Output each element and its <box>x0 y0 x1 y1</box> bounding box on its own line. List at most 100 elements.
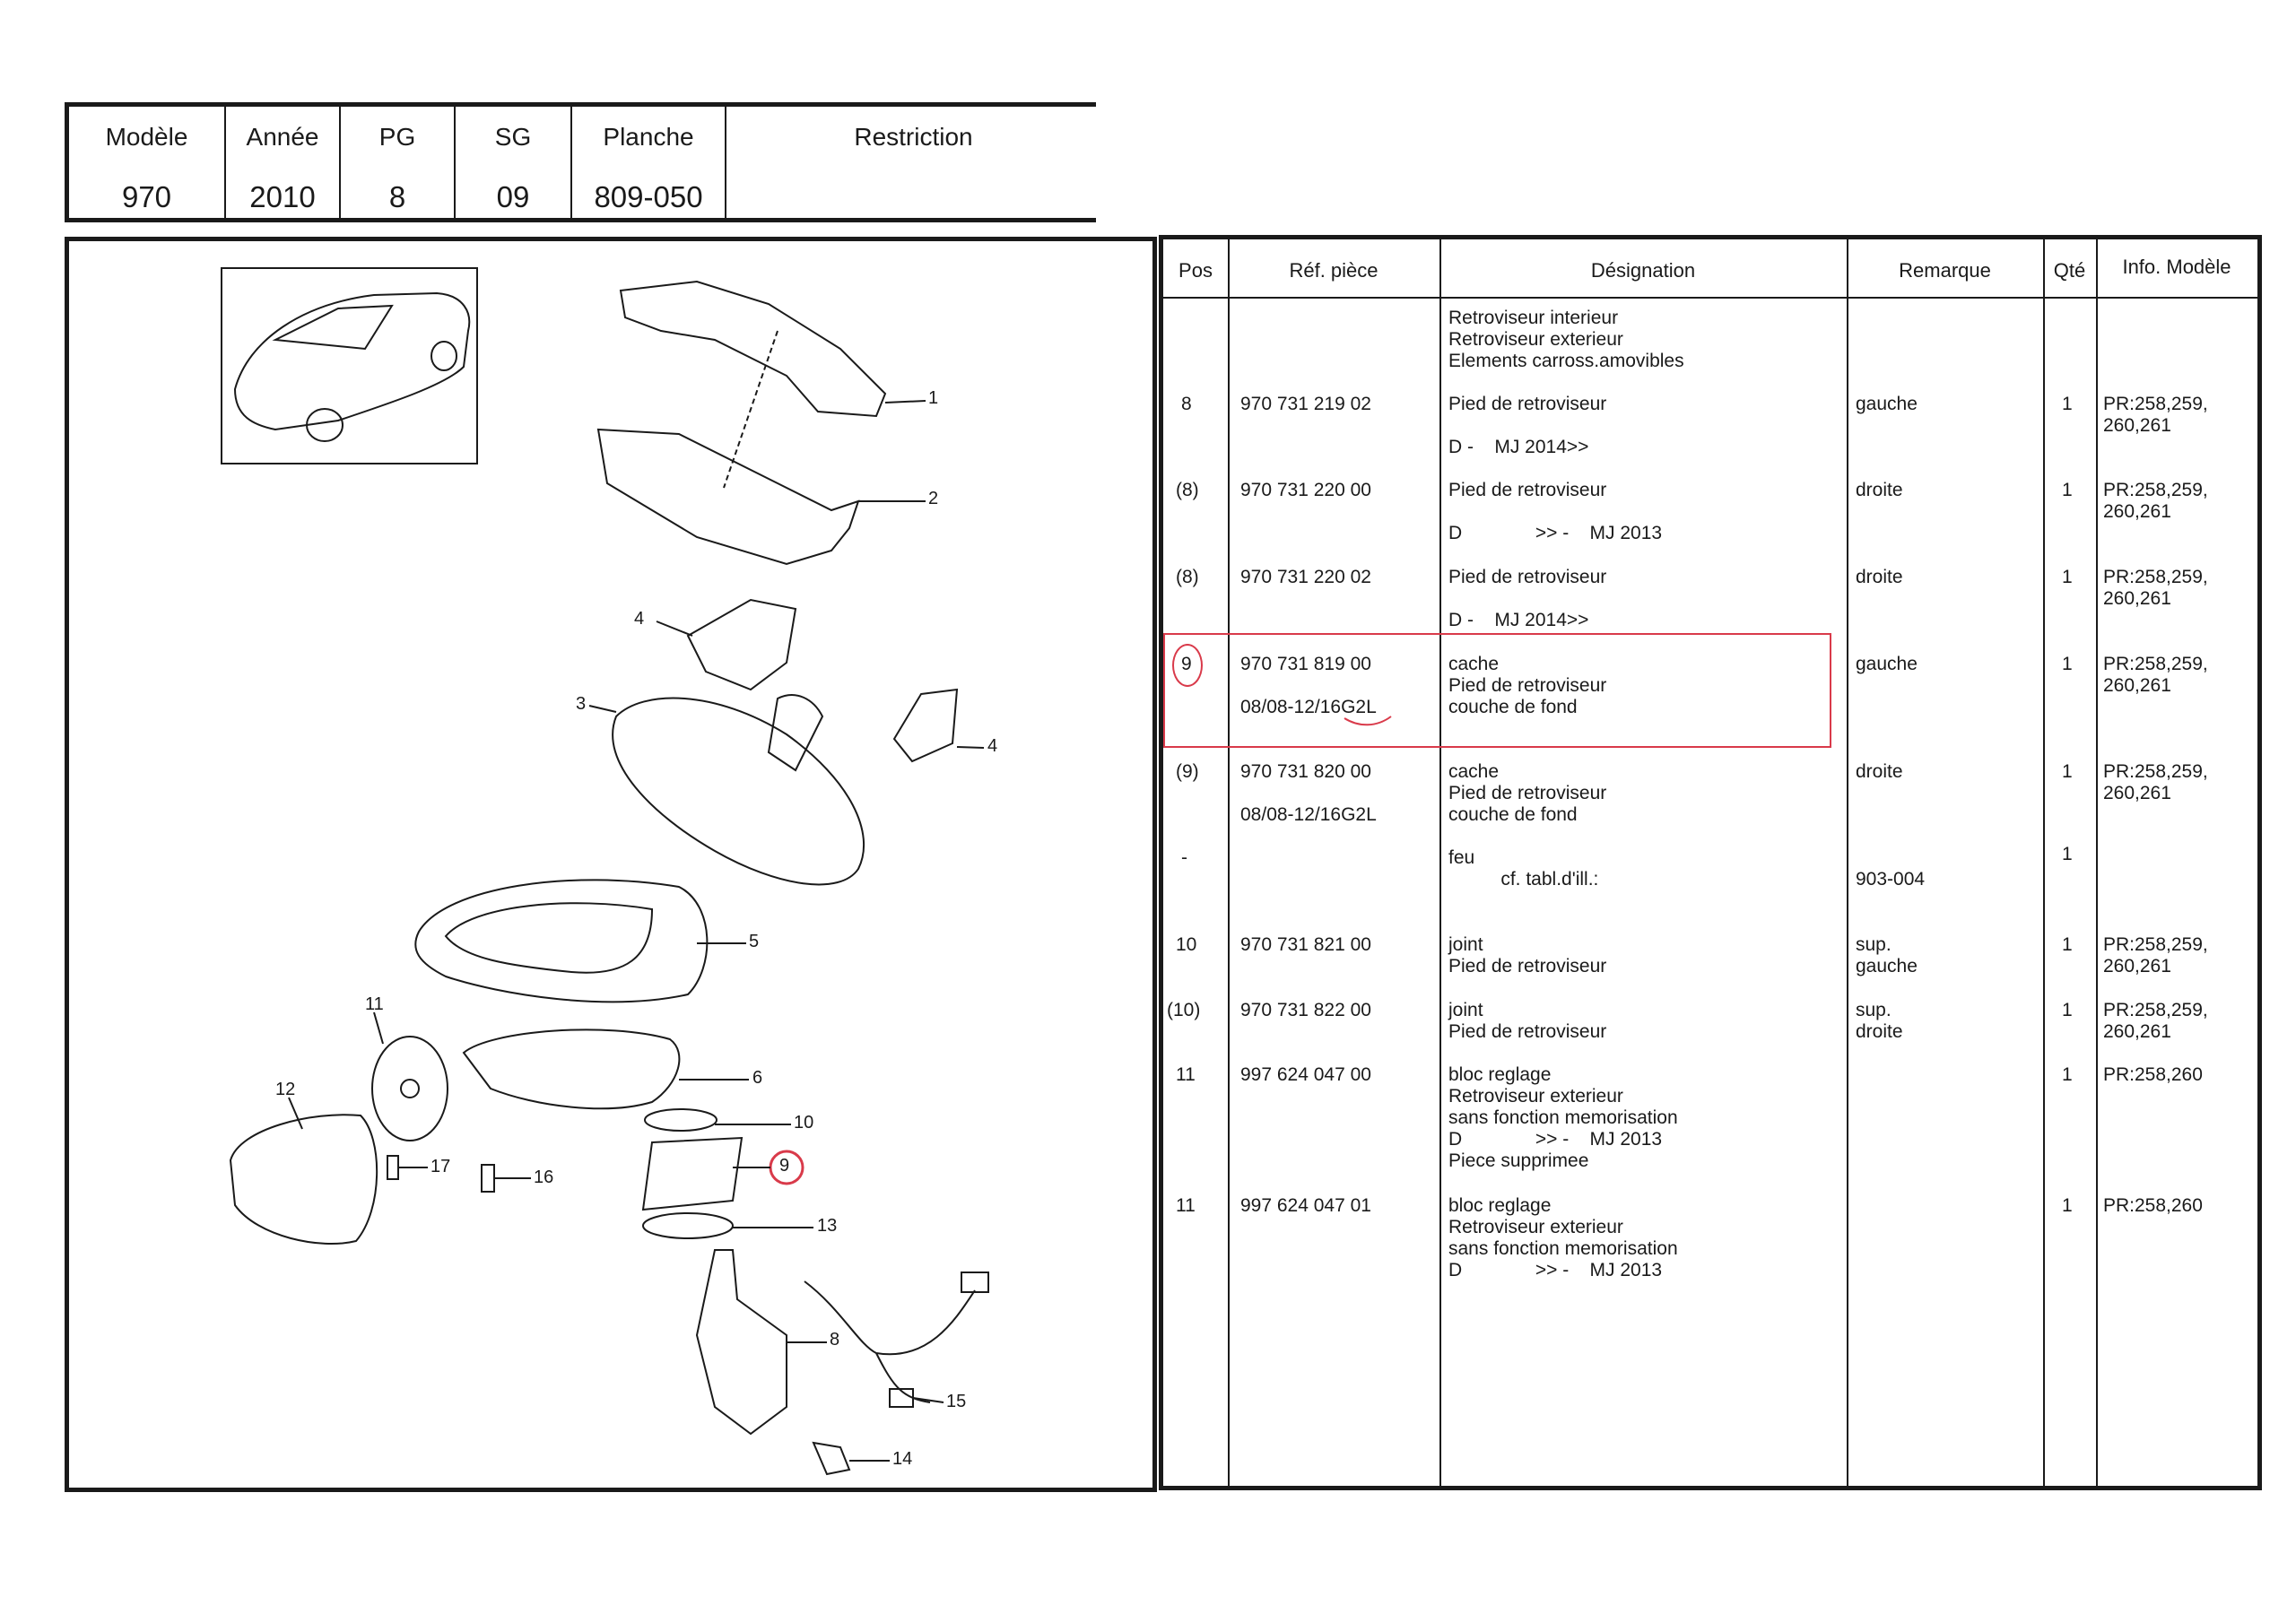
row-designation: feu cf. tabl.d'ill.: <box>1448 847 1599 890</box>
row-extra: couche de fond <box>1448 697 1578 717</box>
header-value: 8 <box>388 180 406 213</box>
part-9-cover <box>641 1136 744 1211</box>
row-info: PR:258,259, 260,261 <box>2103 394 2208 436</box>
part-1-bracket <box>619 280 887 418</box>
row-remark: droite <box>1856 480 1903 500</box>
row-remark: droite <box>1856 567 1903 587</box>
header-label: Année <box>246 123 319 151</box>
row-ref: 997 624 047 01 <box>1240 1195 1371 1216</box>
part-11-adjuster <box>371 1036 448 1141</box>
header-col-plate: Planche 809-050 <box>572 107 726 218</box>
parts-table: Pos Réf. pièce Désignation Remarque Qté … <box>1159 235 2262 1490</box>
callout-14: 14 <box>892 1449 913 1469</box>
callout-5: 5 <box>749 932 760 951</box>
callout-9: 9 <box>779 1156 790 1176</box>
callout-15: 15 <box>946 1392 967 1411</box>
part-5-housing-inner <box>444 902 654 974</box>
row-pos: (9) <box>1176 761 1199 782</box>
row-qty: 1 <box>2062 934 2073 955</box>
row-qty: 1 <box>2062 480 2073 500</box>
row-pos: - <box>1181 847 1187 868</box>
callout-3: 3 <box>576 694 587 714</box>
part-5-housing <box>414 879 709 1003</box>
col-header-ref: Réf. pièce <box>1289 259 1378 282</box>
row-remark: gauche <box>1856 654 1918 674</box>
header-value: 2010 <box>249 180 316 213</box>
row-designation: bloc reglage Retroviseur exterieur sans … <box>1448 1195 1678 1280</box>
header-value: 970 <box>121 180 172 213</box>
part-17-screw <box>387 1155 399 1180</box>
row-qty: 1 <box>2062 1195 2073 1216</box>
callout-16: 16 <box>534 1167 554 1187</box>
row-ref: 997 624 047 00 <box>1240 1064 1371 1085</box>
exploded-diagram: 1 2 3 4 4 5 6 8 9 10 11 12 13 14 15 16 1… <box>65 237 1157 1492</box>
row-extra: D >> - MJ 2013 <box>1448 523 1663 543</box>
part-4-cover-lower <box>892 688 959 763</box>
part-3-mirror <box>612 697 865 886</box>
intro-line: Retroviseur exterieur <box>1448 329 1623 350</box>
row-designation: Pied de retroviseur <box>1448 567 1607 587</box>
row-info: PR:258,259, 260,261 <box>2103 654 2208 696</box>
part-15-connector <box>961 1271 989 1293</box>
row-info: PR:258,259, 260,261 <box>2103 934 2208 976</box>
row-designation: bloc reglage Retroviseur exterieur sans … <box>1448 1064 1678 1171</box>
callout-6: 6 <box>752 1068 763 1088</box>
row-ref: 970 731 220 02 <box>1240 567 1371 587</box>
row-pos: 11 <box>1176 1195 1196 1216</box>
row-info: PR:258,259, 260,261 <box>2103 761 2208 803</box>
row-ref: 970 731 822 00 <box>1240 1000 1371 1020</box>
row-pos: (10) <box>1167 1000 1201 1020</box>
header-col-restriction: Restriction <box>726 107 1100 218</box>
row-info: PR:258,260 <box>2103 1064 2203 1085</box>
header-label: Restriction <box>854 123 973 151</box>
row-extra-ref: 08/08-12/16G2L <box>1240 697 1377 717</box>
car-body-outline <box>233 291 471 431</box>
intro-line: Elements carross.amovibles <box>1448 351 1684 371</box>
header-label: SG <box>494 123 532 151</box>
callout-4b: 4 <box>987 736 998 756</box>
row-designation: joint Pied de retroviseur <box>1448 1000 1607 1042</box>
row-extra: couche de fond <box>1448 804 1578 825</box>
row-ref: 970 731 819 00 <box>1240 654 1371 674</box>
callout-11: 11 <box>365 994 384 1014</box>
header-col-pg: PG 8 <box>341 107 456 218</box>
row-remark: 903-004 <box>1856 869 1926 890</box>
row-pos: 8 <box>1181 394 1192 414</box>
part-16-screw <box>481 1164 495 1193</box>
row-designation: cache Pied de retroviseur <box>1448 654 1607 696</box>
col-header-pos: Pos <box>1178 259 1213 282</box>
part-10-gasket <box>644 1108 718 1132</box>
row-designation: cache Pied de retroviseur <box>1448 761 1607 803</box>
row-remark: droite <box>1856 761 1903 782</box>
part-15-cable-branch <box>875 1352 931 1403</box>
row-remark: gauche <box>1856 394 1918 414</box>
row-info: PR:258,259, 260,261 <box>2103 480 2208 522</box>
col-header-remark: Remarque <box>1899 259 1991 282</box>
row-qty: 1 <box>2062 761 2073 782</box>
row-extra: D - MJ 2014>> <box>1448 610 1589 630</box>
row-qty: 1 <box>2062 844 2073 864</box>
callout-4: 4 <box>634 609 645 629</box>
header-col-year: Année 2010 <box>226 107 341 218</box>
row-ref: 970 731 821 00 <box>1240 934 1371 955</box>
callout-8: 8 <box>830 1330 840 1350</box>
car-wheel-front <box>430 341 457 371</box>
part-11-hub <box>400 1079 420 1098</box>
row-qty: 1 <box>2062 394 2073 414</box>
row-pos: 10 <box>1176 934 1197 955</box>
callout-1: 1 <box>928 388 939 408</box>
row-pos: (8) <box>1176 480 1199 500</box>
part-8-foot <box>695 1249 787 1436</box>
col-header-info: Info. Modèle <box>2122 256 2231 278</box>
row-ref: 970 731 820 00 <box>1240 761 1371 782</box>
row-designation: joint Pied de retroviseur <box>1448 934 1607 976</box>
header-value: 09 <box>496 180 530 213</box>
callout-2: 2 <box>928 489 939 508</box>
header-value: 809-050 <box>594 180 703 213</box>
part-4-cover-upper <box>686 598 797 691</box>
part-14-screw <box>812 1441 851 1476</box>
row-qty: 1 <box>2062 1000 2073 1020</box>
car-wheel-rear <box>306 408 344 442</box>
col-header-qty: Qté <box>2053 259 2086 282</box>
header-label: Planche <box>603 123 694 151</box>
